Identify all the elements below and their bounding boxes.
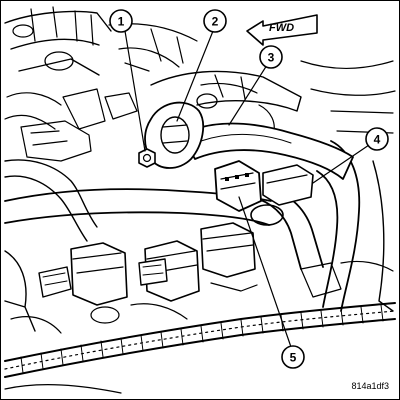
forward-direction-arrow: FWD <box>246 14 318 46</box>
callout-2: 2 <box>203 9 227 33</box>
callout-3-number: 3 <box>268 51 275 65</box>
engine-background-art <box>4 6 396 394</box>
callout-1-number: 1 <box>118 15 125 29</box>
flange-fitting <box>144 101 205 169</box>
callout-2-number: 2 <box>212 15 219 29</box>
ignition-coil-center <box>144 240 200 302</box>
bolt <box>138 148 156 168</box>
sensor-body <box>262 164 314 206</box>
callout-leaders <box>124 30 370 348</box>
callout-1: 1 <box>109 9 133 33</box>
callout-5: 5 <box>281 345 305 369</box>
callout-4: 4 <box>365 127 389 151</box>
forward-direction-label: FWD <box>269 22 294 34</box>
hose <box>180 122 354 180</box>
callout-3: 3 <box>259 45 283 69</box>
callout-4-number: 4 <box>374 133 381 147</box>
ignition-coil-left <box>70 242 128 306</box>
sensor-connector <box>214 160 262 212</box>
figure-id-label: 814a1df3 <box>351 381 389 391</box>
ignition-coil-right <box>200 222 256 278</box>
callout-5-number: 5 <box>290 351 297 365</box>
